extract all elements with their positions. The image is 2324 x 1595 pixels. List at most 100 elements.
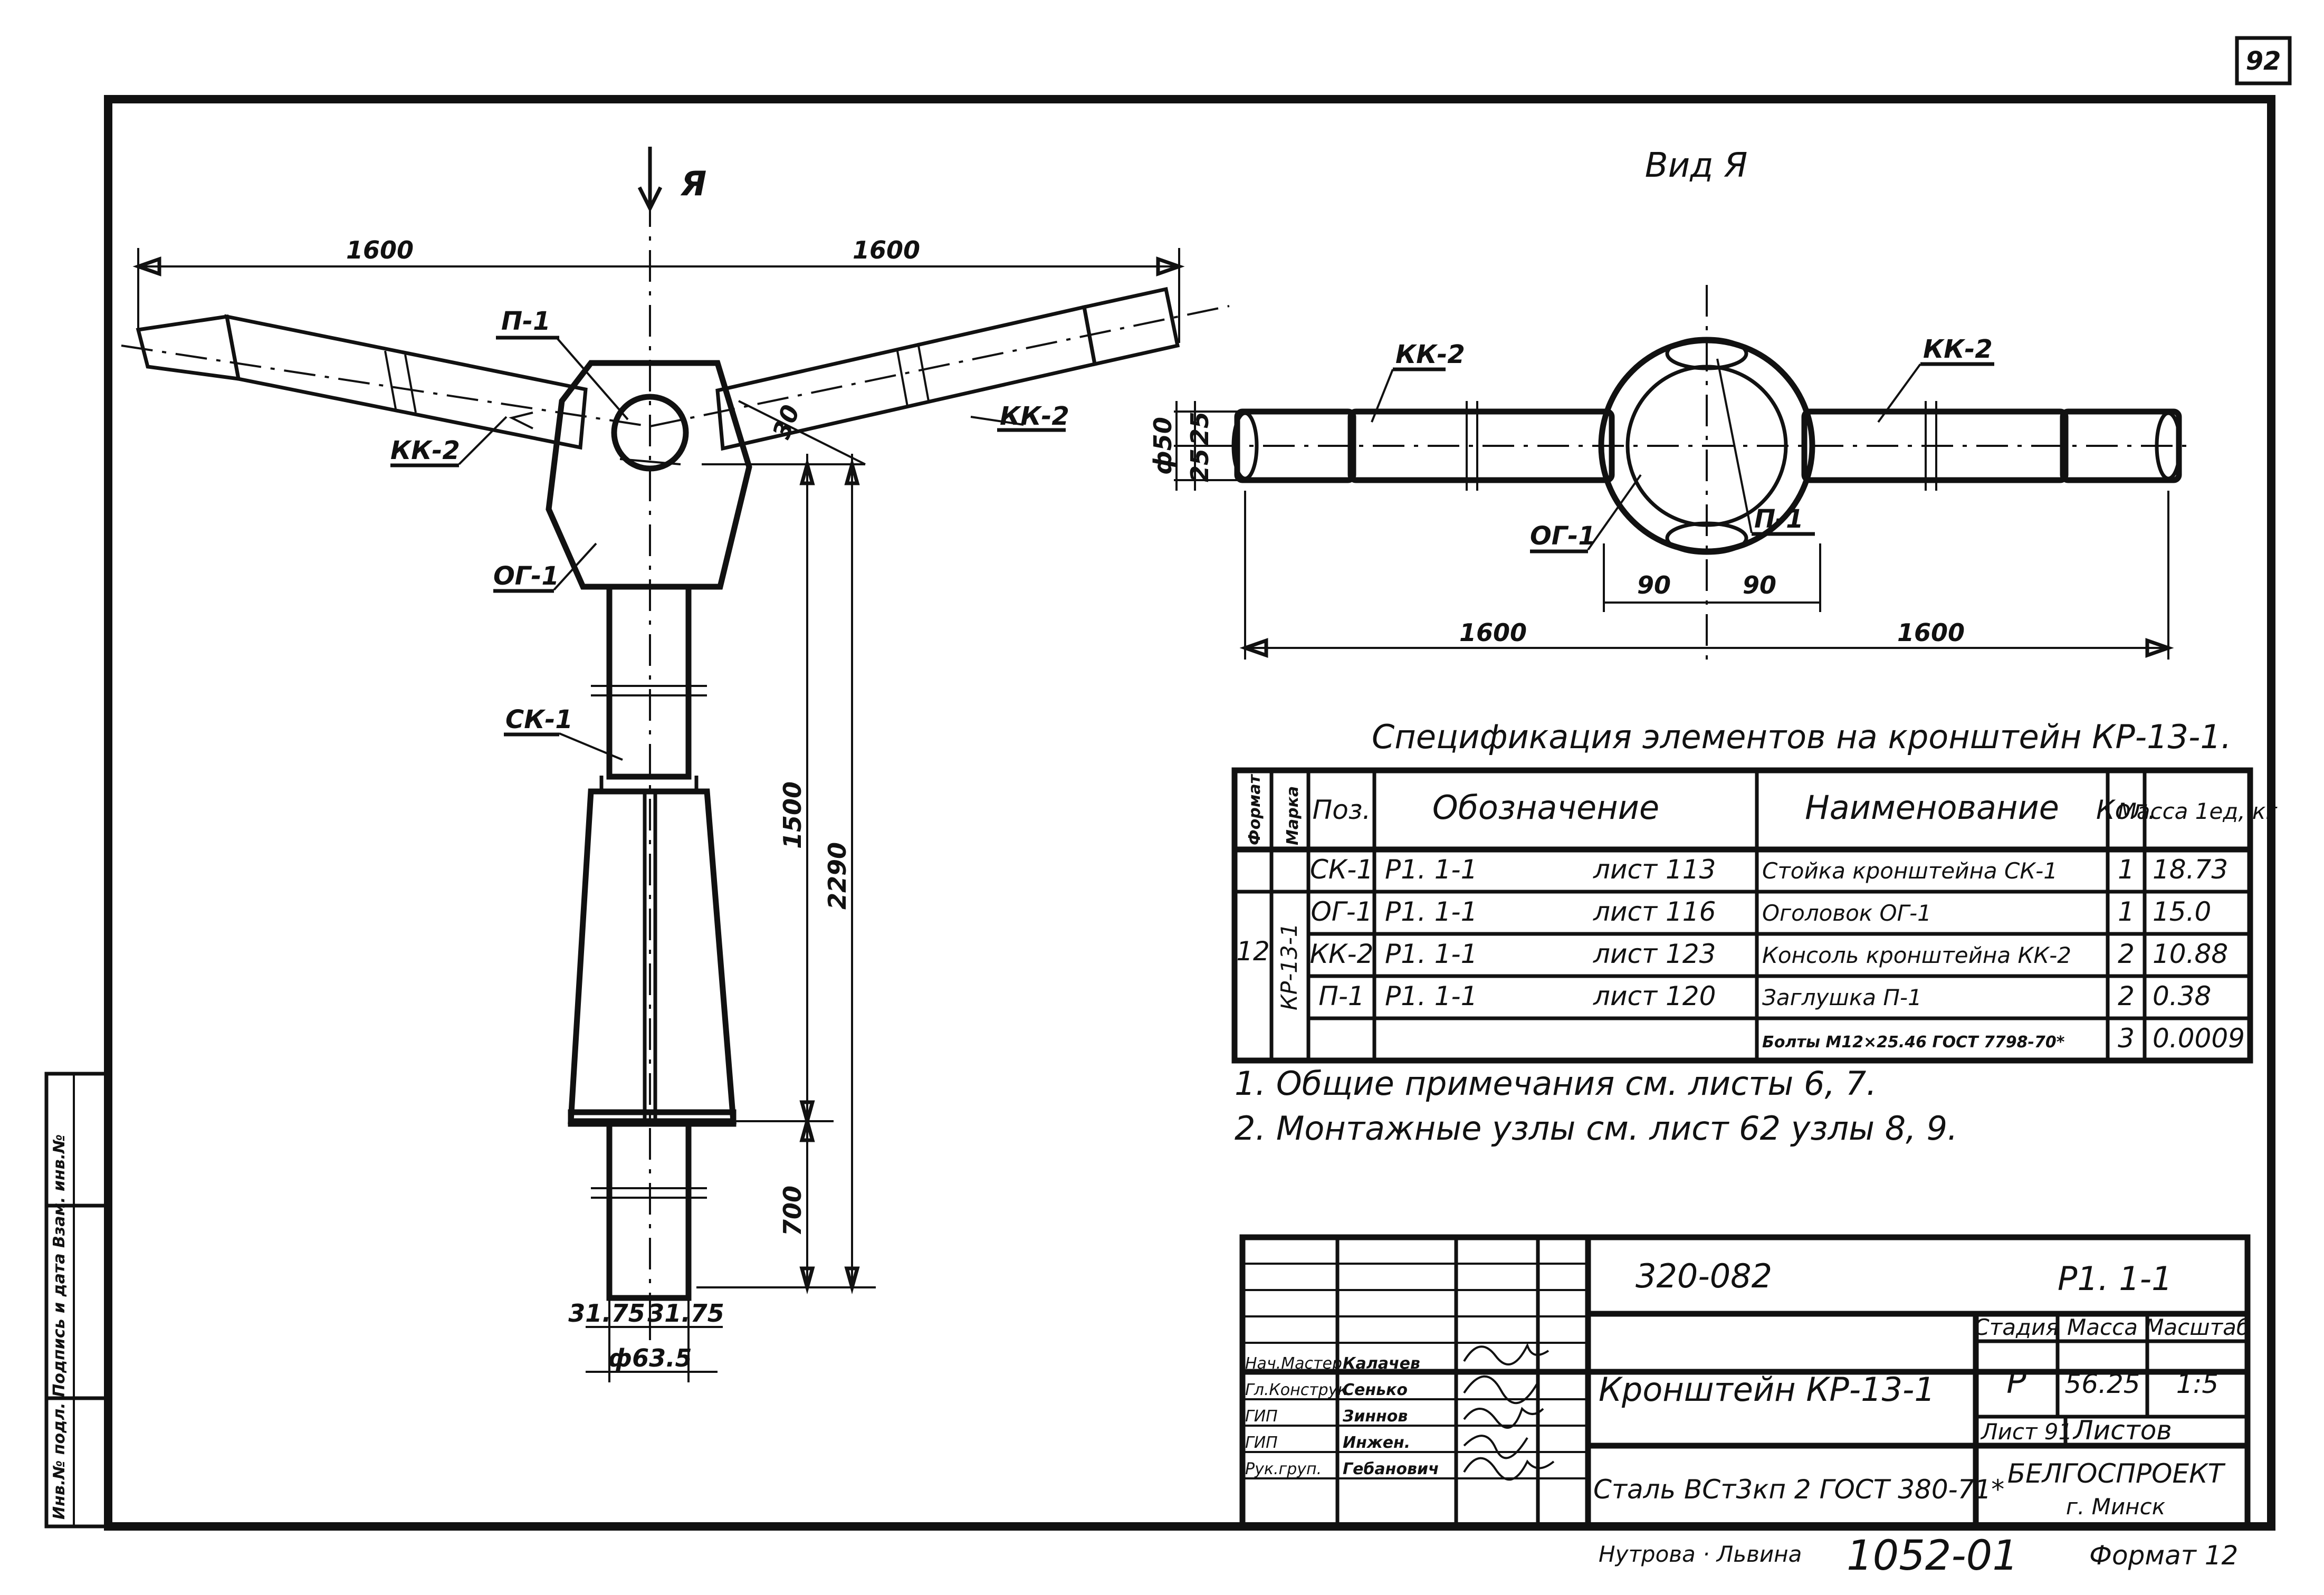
- row-name: Оголовок ОГ-1: [1762, 900, 1931, 926]
- staff-row: ГИП Инжен.: [1245, 1434, 1410, 1452]
- dim-height-bottom: 700: [778, 1186, 807, 1236]
- format-signatures: Нутрова · Львина: [1599, 1541, 1802, 1567]
- row-doc: Р1. 1-1: [1385, 896, 1477, 927]
- dim-height-total: 2290: [823, 842, 852, 910]
- row-doc: Р1. 1-1: [1385, 981, 1477, 1011]
- signatures: [1463, 1342, 1555, 1481]
- row-doc: Р1. 1-1: [1385, 854, 1477, 885]
- va-label-kk2-left: КК-2: [1395, 340, 1465, 369]
- tb-mass: 56.25: [2064, 1369, 2140, 1399]
- spec-row: СК-1 Р1. 1-1 лист 113 Стойка кронштейна …: [1310, 854, 2228, 885]
- row-sheet: лист 123: [1593, 939, 1716, 969]
- va-label-og1: ОГ-1: [1530, 521, 1596, 551]
- va-label-kk2-right: КК-2: [1923, 335, 1993, 364]
- tb-project: 320-082: [1636, 1257, 1772, 1295]
- drawing-frame: [104, 95, 2275, 1531]
- side-strip-text: Инв.№ подл. Подпись и дата Взам. инв.№: [50, 1134, 69, 1520]
- label-p1: П-1: [501, 307, 551, 336]
- hdr-mass: Масса 1ед, кг: [2118, 798, 2278, 824]
- format-code: 1052-01: [1847, 1532, 2019, 1580]
- row-mass: 0.0009: [2153, 1023, 2245, 1054]
- mark-value: КР-13-1: [1276, 923, 1302, 1010]
- row-name: Стойка кронштейна СК-1: [1762, 858, 2058, 884]
- format-value: 12: [1236, 936, 1270, 967]
- spec-row: КК-2 Р1. 1-1 лист 123 Консоль кронштейна…: [1310, 939, 2229, 969]
- staff-role: ГИП: [1245, 1407, 1278, 1426]
- row-pos: ОГ-1: [1311, 896, 1372, 927]
- row-name: Консоль кронштейна КК-2: [1762, 942, 2071, 968]
- staff-row: ГИП Зиннов: [1245, 1407, 1408, 1426]
- staff-row: Нач.Мастер. Калачев: [1245, 1354, 1420, 1373]
- left-arm: [121, 314, 651, 450]
- tb-sheets: Листов: [2072, 1415, 2172, 1446]
- spec-row: ОГ-1 Р1. 1-1 лист 116 Оголовок ОГ-1 1 15…: [1311, 896, 2211, 927]
- staff-role: Гл.Конструк.: [1245, 1381, 1352, 1399]
- tb-material: Сталь ВСт3кп 2 ГОСТ 380-71*: [1593, 1474, 2004, 1505]
- hdr-pos: Поз.: [1313, 795, 1371, 825]
- row-qty: 2: [2118, 981, 2135, 1011]
- view-marker: Я: [680, 165, 706, 204]
- spec-title: Спецификация элементов на кронштейн КР-1…: [1372, 718, 2232, 756]
- side-strip: Инв.№ подл. Подпись и дата Взам. инв.№: [44, 1072, 110, 1529]
- tb-scale: 1:5: [2176, 1369, 2218, 1399]
- row-qty: 3: [2118, 1023, 2135, 1054]
- row-pos: П-1: [1318, 981, 1364, 1011]
- row-pos: СК-1: [1310, 854, 1373, 885]
- tb-code: Р1. 1-1: [2058, 1259, 2173, 1298]
- staff-name: Зиннов: [1342, 1407, 1408, 1426]
- format-label: Формат 12: [2089, 1540, 2238, 1571]
- page-number-box: 92: [2235, 36, 2292, 85]
- va-dim-h1: 25: [1185, 412, 1214, 445]
- row-mass: 15.0: [2153, 896, 2211, 927]
- view-a-title: Вид Я: [1645, 146, 1748, 185]
- hdr-name: Наименование: [1805, 788, 2059, 827]
- va-dim-h2: 25: [1185, 448, 1214, 482]
- hdr-mark: Марка: [1284, 786, 1302, 845]
- notes: 1. Общие примечания см. листы 6, 7. 2. М…: [1235, 1064, 1958, 1148]
- staff-name: Сенько: [1343, 1381, 1408, 1399]
- staff-name: Инжен.: [1343, 1434, 1410, 1452]
- row-mass: 10.88: [2153, 939, 2228, 969]
- dim-height-middle: 1500: [778, 781, 807, 849]
- staff-row: Рук.груп. Гебанович: [1245, 1460, 1439, 1478]
- row-mass: 18.73: [2153, 854, 2228, 885]
- va-dim-off-left: 90: [1637, 571, 1671, 599]
- tb-city: г. Минск: [2066, 1494, 2166, 1520]
- staff-role: Нач.Мастер.: [1245, 1354, 1347, 1373]
- dim-right-span: 1600: [853, 236, 920, 264]
- view-a: Вид Я ф50 25 25 90 9: [1149, 146, 2189, 665]
- staff-role: Рук.груп.: [1245, 1460, 1322, 1478]
- dim-offset-left: 31.75: [568, 1299, 645, 1327]
- spec-table: Спецификация элементов на кронштейн КР-1…: [1231, 718, 2278, 1064]
- label-kk2-left: КК-2: [390, 436, 460, 465]
- tb-mass-hdr: Масса: [2067, 1314, 2138, 1340]
- note-2: 2. Монтажные узлы см. лист 62 узлы 8, 9.: [1235, 1109, 1958, 1148]
- row-qty: 1: [2118, 854, 2135, 885]
- row-doc: Р1. 1-1: [1385, 939, 1477, 969]
- hdr-format: Формат: [1246, 773, 1264, 845]
- row-mass: 0.38: [2153, 981, 2211, 1011]
- row-sheet: лист 113: [1593, 854, 1716, 885]
- label-og1: ОГ-1: [493, 561, 559, 591]
- row-name: Болты М12×25.46 ГОСТ 7798-70*: [1762, 1033, 2065, 1052]
- va-dim-dia: ф50: [1149, 417, 1177, 475]
- va-dim-span-left: 1600: [1459, 618, 1527, 647]
- row-name: Заглушка П-1: [1762, 985, 1922, 1010]
- row-pos: КК-2: [1310, 939, 1374, 969]
- staff-row: Гл.Конструк. Сенько: [1245, 1381, 1408, 1399]
- staff-name: Калачев: [1343, 1354, 1420, 1373]
- right-arm: [649, 286, 1230, 451]
- row-sheet: лист 116: [1593, 896, 1716, 927]
- front-view: Я 1600 1600: [121, 147, 1230, 1382]
- page-number: 92: [2246, 46, 2281, 76]
- va-label-p1: П-1: [1754, 504, 1804, 534]
- row-sheet: лист 120: [1593, 981, 1716, 1011]
- hdr-qty: Кол.: [2096, 795, 2156, 825]
- tb-title: Кронштейн КР-13-1: [1599, 1370, 1935, 1409]
- tb-stage-hdr: Стадия: [1974, 1314, 2059, 1340]
- label-kk2-right: КК-2: [1000, 402, 1069, 431]
- spec-row: П-1 Р1. 1-1 лист 120 Заглушка П-1 2 0.38: [1318, 981, 2211, 1011]
- dim-offset-right: 31.75: [647, 1299, 724, 1327]
- stand-sk1: [568, 584, 737, 1301]
